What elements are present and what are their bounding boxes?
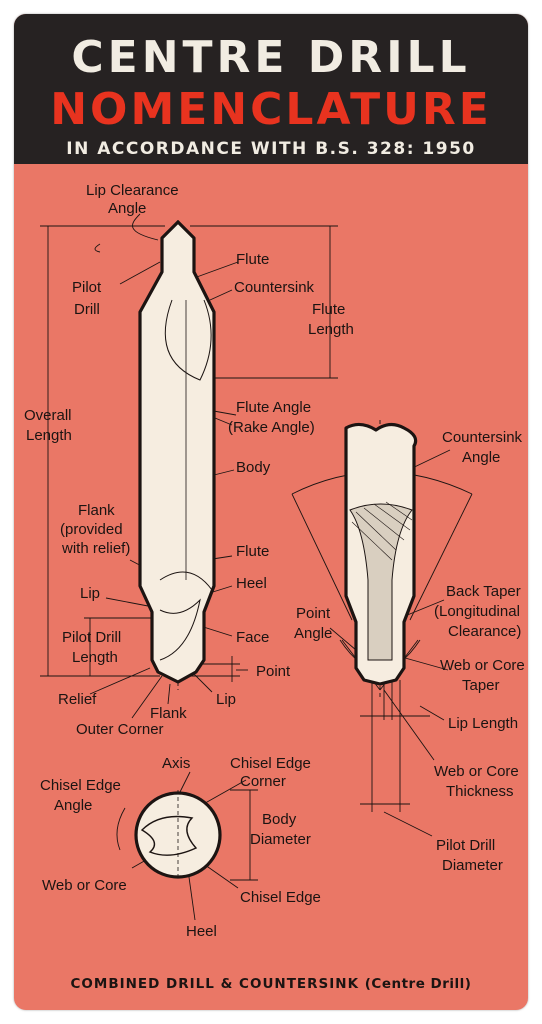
label-outer-corner: Outer Corner <box>76 721 164 738</box>
label-chisel-edge: Chisel Edge <box>240 889 321 906</box>
nomenclature-card: CENTRE DRILL NOMENCLATURE IN ACCORDANCE … <box>14 14 528 1010</box>
title-nomenclature: NOMENCLATURE <box>50 84 492 135</box>
label-point-angle-2: Angle <box>294 625 332 642</box>
title-centre-drill: CENTRE DRILL <box>71 32 471 83</box>
label-body-diameter-2: Diameter <box>250 831 311 848</box>
label-flute-length-2: Length <box>308 321 354 338</box>
label-flute-mid: Flute <box>236 543 269 560</box>
label-point-angle-1: Point <box>296 605 331 622</box>
label-pilot-drill-2: Drill <box>74 301 100 318</box>
label-web-core-taper-2: Taper <box>462 677 500 694</box>
label-lip-clearance-angle-1: Lip Clearance <box>86 182 179 199</box>
label-web-core-thickness-1: Web or Core <box>434 763 519 780</box>
label-chisel-edge-angle-2: Angle <box>54 797 92 814</box>
label-body-diameter-1: Body <box>262 811 297 828</box>
label-flank-relief-2: (provided <box>60 521 123 538</box>
footer-caption: COMBINED DRILL & COUNTERSINK (Centre Dri… <box>14 976 528 992</box>
label-heel: Heel <box>236 575 267 592</box>
label-chisel-edge-angle-1: Chisel Edge <box>40 777 121 794</box>
label-flank-relief-1: Flank <box>78 502 115 519</box>
label-flute-length-1: Flute <box>312 301 345 318</box>
label-flank-relief-3: with relief) <box>61 540 130 557</box>
short-drill <box>344 422 418 686</box>
label-web-or-core: Web or Core <box>42 877 127 894</box>
label-relief: Relief <box>58 691 97 708</box>
label-pilot-drill-diameter-2: Diameter <box>442 857 503 874</box>
label-heel-bottom: Heel <box>186 923 217 940</box>
label-countersink-angle-1: Countersink <box>442 429 523 446</box>
label-web-core-thickness-2: Thickness <box>446 783 514 800</box>
label-lip-bottom: Lip <box>216 691 236 708</box>
label-body: Body <box>236 459 271 476</box>
header-band: CENTRE DRILL NOMENCLATURE IN ACCORDANCE … <box>14 14 528 164</box>
label-chisel-edge-corner-2: Corner <box>240 773 286 790</box>
drill-cross-section <box>134 790 222 880</box>
label-web-core-taper-1: Web or Core <box>440 657 525 674</box>
label-axis: Axis <box>162 755 190 772</box>
label-lip-length: Lip Length <box>448 715 518 732</box>
label-countersink: Countersink <box>234 279 315 296</box>
label-chisel-edge-corner-1: Chisel Edge <box>230 755 311 772</box>
long-drill <box>138 220 216 684</box>
label-pilot-drill-diameter-1: Pilot Drill <box>436 837 495 854</box>
label-lip-clearance-angle-2: Angle <box>108 200 146 217</box>
label-flute-angle-2: (Rake Angle) <box>228 419 315 436</box>
label-flank-bottom: Flank <box>150 705 187 722</box>
label-overall-length-2: Length <box>26 427 72 444</box>
label-face: Face <box>236 629 269 646</box>
footer-paren: (Centre Drill) <box>364 976 472 992</box>
label-lip-left: Lip <box>80 585 100 602</box>
label-point: Point <box>256 663 291 680</box>
subtitle-standard: IN ACCORDANCE WITH B.S. 328: 1950 <box>66 139 476 159</box>
label-flute-top: Flute <box>236 251 269 268</box>
label-pilot-drill-1: Pilot <box>72 279 102 296</box>
label-back-taper-1: Back Taper <box>446 583 521 600</box>
footer-main: COMBINED DRILL & COUNTERSINK <box>70 976 360 992</box>
label-flute-angle-1: Flute Angle <box>236 399 311 416</box>
label-countersink-angle-2: Angle <box>462 449 500 466</box>
label-pilot-drill-length-2: Length <box>72 649 118 666</box>
label-pilot-drill-length-1: Pilot Drill <box>62 629 121 646</box>
label-back-taper-2: (Longitudinal <box>434 603 520 620</box>
label-back-taper-3: Clearance) <box>448 623 521 640</box>
label-overall-length-1: Overall <box>24 407 72 424</box>
